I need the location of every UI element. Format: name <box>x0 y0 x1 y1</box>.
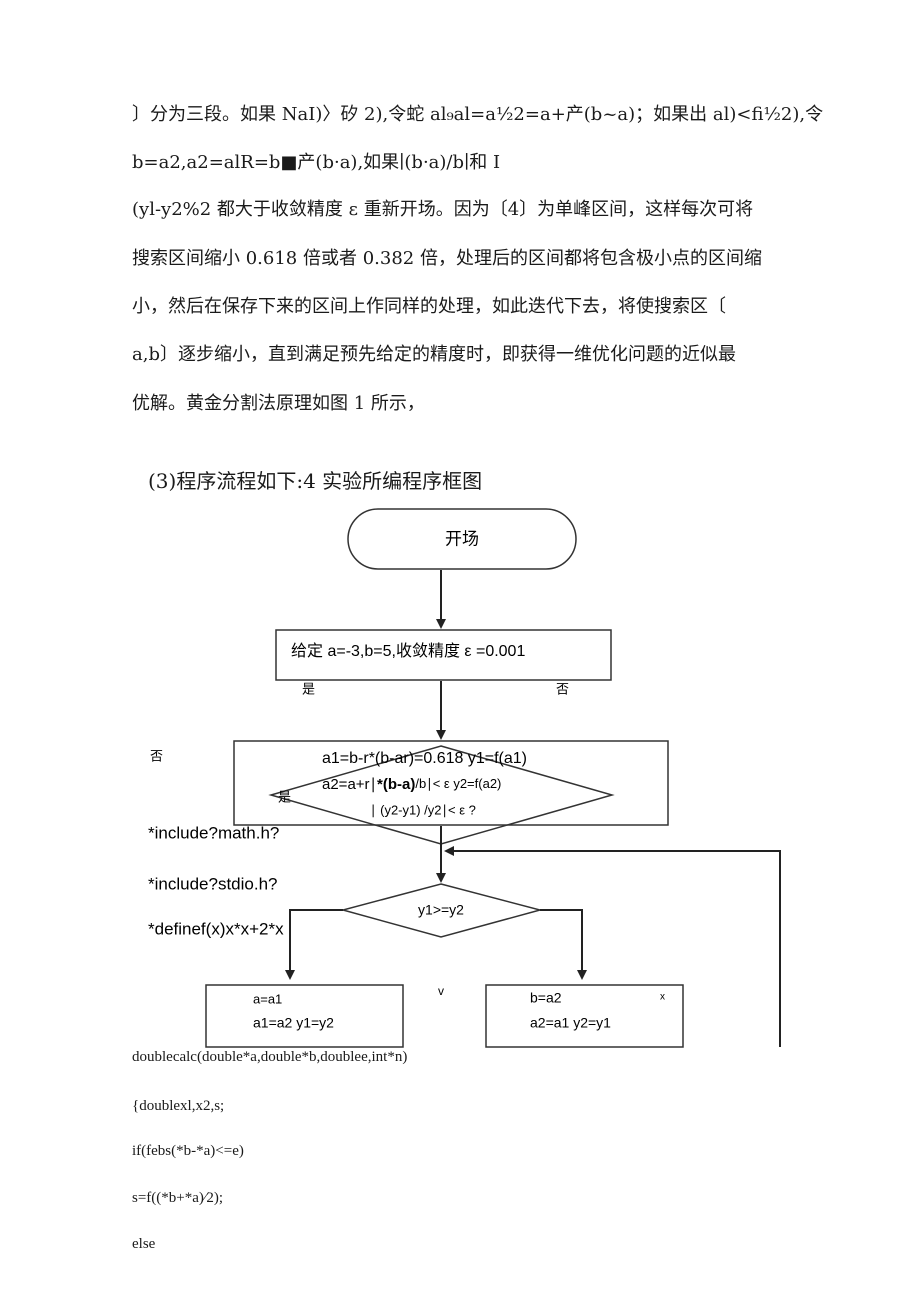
init-label: 给定 a=-3,b=5,收敛精度 ε =0.001 <box>291 642 525 660</box>
start-terminator <box>347 508 577 570</box>
left-box-line-2: a1=a2 y1=y2 <box>253 1015 334 1031</box>
no-label-2: 否 <box>150 748 163 763</box>
calc-line-2-b: *(b-a) <box>377 776 415 793</box>
init-box <box>275 629 612 681</box>
yes-label-2: 是 <box>278 789 291 804</box>
v-mark: v <box>438 984 444 998</box>
code-line-1: doublecalc(double*a,double*b,doublee,int… <box>132 1049 408 1065</box>
x-mark: x <box>660 992 665 1003</box>
overlay-code-3: *definef(x)x*x+2*x <box>148 919 284 938</box>
paragraph-line-2: b=a2,a2=alR=b■产(b·a),如果∣(b·a)∕b∣和 I <box>132 152 501 173</box>
paragraph-line-3: (yl-y2%2 都大于收敛精度 ε 重新开场。因为〔4〕为单峰区间，这样每次可… <box>132 199 754 220</box>
yes-label-1: 是 <box>302 681 315 696</box>
left-update-box <box>205 984 404 1048</box>
paragraph-line-5: 小，然后在保存下来的区间上作同样的处理，如此迭代下去，将使搜索区〔 <box>132 296 726 317</box>
section-heading: (3)程序流程如下:4 实验所编程序框图 <box>148 469 483 493</box>
right-box-line-2: a2=a1 y2=y1 <box>530 1015 611 1031</box>
paragraph-line-4: 搜索区间缩小 0.618 倍或者 0.382 倍，处理后的区间都将包含极小点的区… <box>132 248 762 269</box>
paragraph-line-7: 优解。黄金分割法原理如图 1 所示， <box>132 393 425 414</box>
code-line-2: {doublexl,x2,s; <box>132 1098 225 1114</box>
arrow-no-branch <box>540 909 587 980</box>
calc-box <box>233 740 669 826</box>
start-label: 开场 <box>445 529 479 548</box>
calc-line-2-c: /b∣< ε y2=f(a2) <box>415 776 501 791</box>
calc-line-1: a1=b-r*(b-ar)=0.618 y1=f(a1) <box>322 750 527 767</box>
calc-line-2: a2=a+r∣*(b-a)/b∣< ε y2=f(a2) <box>322 776 501 793</box>
compare-label: y1>=y2 <box>418 902 464 918</box>
left-box-line-1: a=a1 <box>253 991 282 1006</box>
no-label-1: 否 <box>556 681 569 696</box>
compare-diamond <box>340 883 543 938</box>
overlay-code-1: *include?math.h? <box>148 823 279 842</box>
overlay-code-2: *include?stdio.h? <box>148 874 277 893</box>
paragraph-line-1: 〕分为三段。如果 NaI)〉矽 2),令蛇 al₉al=a½2=a+产(b~a)… <box>132 104 824 125</box>
right-box-line-1: b=a2 <box>530 990 562 1006</box>
loop-back-line <box>444 846 781 1047</box>
code-line-5: else <box>132 1236 156 1252</box>
right-update-box <box>485 984 684 1048</box>
condition-label: ∣ (y2-y1) /y2∣< ε ? <box>370 802 476 817</box>
code-line-3: if(febs(*b-*a)<=e) <box>132 1143 244 1159</box>
arrow-yes-branch <box>285 909 343 980</box>
paragraph-line-6: a,b〕逐步缩小，直到满足预先给定的精度时，即获得一维优化问题的近似最 <box>132 344 736 365</box>
calc-line-2-a: a2=a+r∣ <box>322 776 377 793</box>
code-line-4: s=f((*b+*a)∕2); <box>132 1190 224 1206</box>
